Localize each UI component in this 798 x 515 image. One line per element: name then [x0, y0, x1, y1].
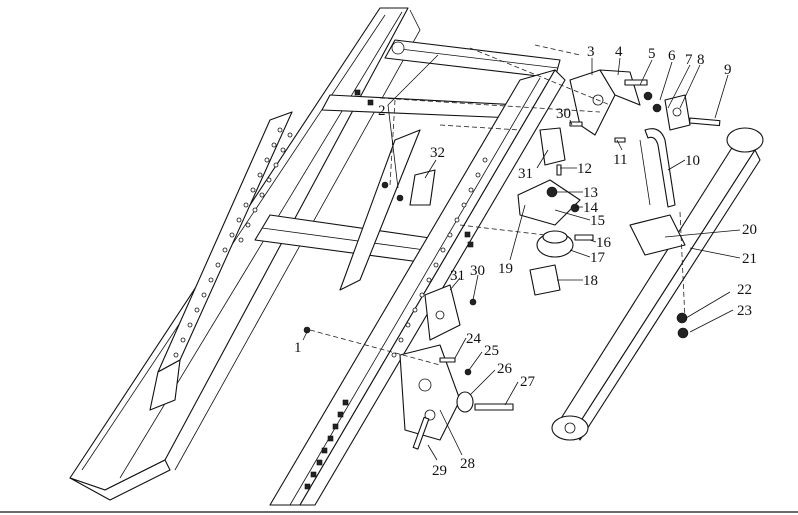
callout-16: 16 [596, 235, 612, 251]
callout-6: 6 [668, 48, 676, 64]
callout-4: 4 [615, 44, 623, 60]
callout-7: 7 [685, 52, 693, 68]
cross-members [254, 39, 561, 263]
callout-22: 22 [737, 282, 752, 298]
callout-3: 3 [587, 44, 595, 60]
callout-30-upper: 30 [556, 106, 571, 122]
rail-bolts [304, 89, 474, 490]
small-fasteners [303, 79, 689, 376]
callout-13: 13 [583, 185, 598, 201]
callout-2: 2 [378, 103, 386, 119]
bracket-31-upper [539, 127, 566, 166]
callout-29: 29 [432, 463, 447, 479]
callout-11: 11 [613, 152, 627, 168]
callout-12: 12 [577, 161, 592, 177]
callout-labels: 1 2 3 4 5 6 7 8 9 10 11 12 13 14 15 16 1… [294, 44, 757, 479]
bolt-27 [474, 403, 514, 411]
callout-30-lower: 30 [470, 263, 485, 279]
left-frame-rail [69, 7, 421, 501]
callout-26: 26 [497, 361, 513, 377]
callout-17: 17 [590, 250, 606, 266]
bump-stop-17 [536, 230, 574, 258]
front-hanger-bracket [569, 69, 641, 136]
callout-15: 15 [590, 213, 605, 229]
callout-14: 14 [583, 200, 599, 216]
right-rail-holes [391, 157, 488, 358]
callout-5: 5 [648, 46, 656, 62]
callout-20: 20 [742, 222, 757, 238]
callout-24: 24 [466, 331, 482, 347]
callout-10: 10 [685, 153, 700, 169]
left-rail-holes [173, 127, 293, 358]
block-18 [529, 264, 561, 296]
spring-pad-20 [629, 214, 686, 256]
bracket-32 [409, 169, 436, 206]
callout-25: 25 [484, 343, 499, 359]
bolt-29 [412, 416, 430, 450]
callout-21: 21 [742, 251, 757, 267]
callout-31-lower: 31 [450, 268, 465, 284]
hanger-plate [664, 94, 691, 131]
callout-23: 23 [737, 303, 752, 319]
bracket-31-lower [424, 284, 461, 341]
callout-32: 32 [430, 145, 445, 161]
callout-31-upper: 31 [518, 166, 533, 182]
callout-27: 27 [520, 374, 536, 390]
callout-1: 1 [294, 340, 302, 356]
leaf-spring-21 [551, 127, 764, 441]
leader-lines [302, 54, 741, 461]
callout-28: 28 [460, 456, 475, 472]
callout-8: 8 [697, 52, 705, 68]
right-frame-rail [269, 69, 566, 506]
callout-19: 19 [498, 261, 513, 277]
bush-26 [456, 391, 474, 413]
u-bolt-10 [639, 128, 676, 208]
callout-18: 18 [583, 273, 598, 289]
bracket-15-19 [517, 179, 581, 226]
callout-9: 9 [724, 62, 732, 78]
shackle-pin-9 [689, 117, 721, 127]
rear-hanger-bracket-28 [399, 344, 461, 441]
